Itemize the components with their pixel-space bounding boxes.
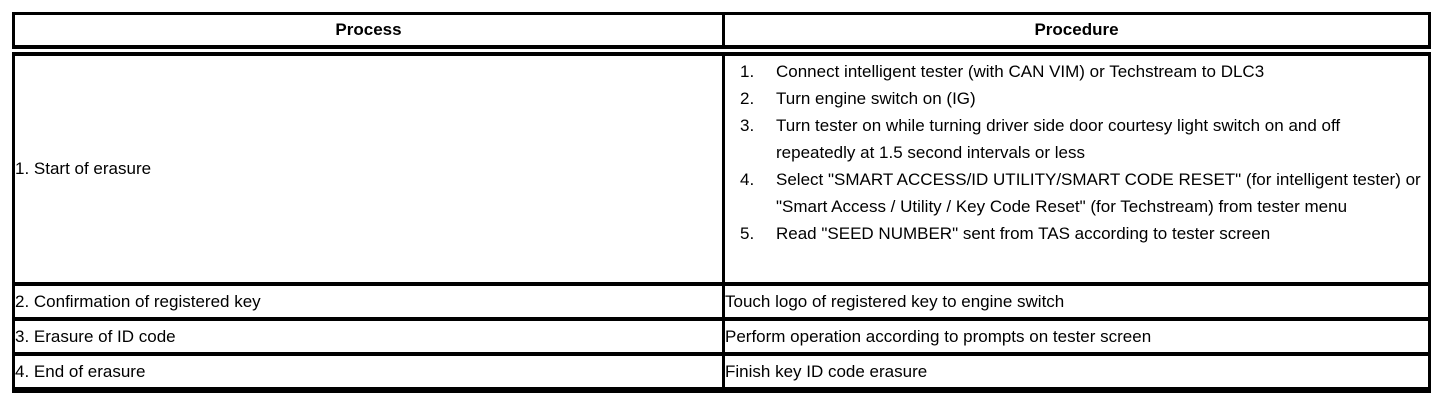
process-procedure-table: Process Procedure 1. Start of erasure Co… — [12, 12, 1431, 393]
header-row: Process Procedure — [12, 12, 1431, 56]
procedure-cell: Finish key ID code erasure — [722, 352, 1431, 392]
table-row-erasure-of-id-code: 3. Erasure of ID code Perform operation … — [12, 317, 1431, 356]
table-row-confirmation-of-registered-key: 2. Confirmation of registered key Touch … — [12, 282, 1431, 321]
process-cell: 1. Start of erasure — [12, 48, 725, 286]
process-cell: 2. Confirmation of registered key — [12, 282, 725, 321]
procedure-step: Connect intelligent tester (with CAN VIM… — [740, 58, 1265, 85]
procedure-cell: Connect intelligent tester (with CAN VIM… — [722, 48, 1431, 286]
table-row-start-of-erasure: 1. Start of erasure Connect intelligent … — [12, 48, 1431, 286]
process-procedure-table-wrap: Process Procedure 1. Start of erasure Co… — [12, 12, 1431, 393]
procedure-cell: Touch logo of registered key to engine s… — [722, 282, 1431, 321]
procedure-steps-list: Connect intelligent tester (with CAN VIM… — [725, 56, 1428, 249]
procedure-step: Read "SEED NUMBER" sent from TAS accordi… — [740, 220, 1271, 247]
procedure-cell: Perform operation according to prompts o… — [722, 317, 1431, 356]
column-header-procedure: Procedure — [722, 12, 1431, 56]
procedure-step: Select "SMART ACCESS/ID UTILITY/SMART CO… — [740, 166, 1421, 216]
column-header-process: Process — [12, 12, 725, 56]
procedure-step: Turn tester on while turning driver side… — [740, 112, 1341, 162]
process-cell: 4. End of erasure — [12, 352, 725, 392]
procedure-step: Turn engine switch on (IG) — [740, 85, 976, 112]
process-cell: 3. Erasure of ID code — [12, 317, 725, 356]
table-row-end-of-erasure: 4. End of erasure Finish key ID code era… — [12, 352, 1431, 392]
